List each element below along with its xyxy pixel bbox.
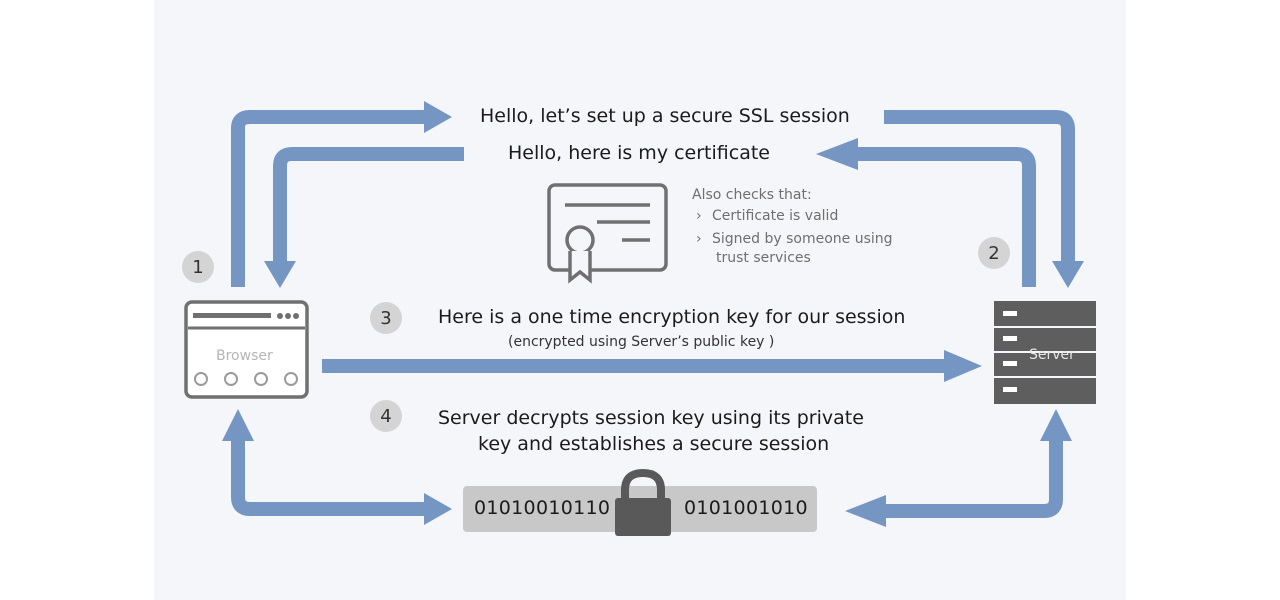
arrowhead-session-right-bar xyxy=(845,495,886,527)
client-hello-text: Hello, let’s set up a secure SSL session xyxy=(480,105,850,127)
arrowhead-client-hello xyxy=(424,101,452,133)
browser-icon xyxy=(184,300,309,399)
server-label: Server xyxy=(1029,347,1075,363)
arrowhead-to-server xyxy=(1052,261,1084,288)
arrowhead-session-left-bar xyxy=(424,493,452,525)
arrow-to-server-shaft xyxy=(884,110,1075,262)
key-message-sub: (encrypted using Server’s public key ) xyxy=(508,334,775,350)
binary-right: 0101001010 xyxy=(684,497,808,519)
certificate-icon xyxy=(547,183,668,284)
decrypt-line-2: key and establishes a secure session xyxy=(478,433,830,455)
decrypt-line-1: Server decrypts session key using its pr… xyxy=(438,407,864,429)
arrow-server-hello-shaft xyxy=(273,147,464,262)
key-message: Here is a one time encryption key for ou… xyxy=(438,306,906,328)
server-hello-text: Hello, here is my certificate xyxy=(508,142,770,164)
browser-label: Browser xyxy=(216,348,273,364)
check-item-2: Signed by someone using xyxy=(712,231,893,247)
arrowhead-session-up-browser xyxy=(222,409,254,441)
step-badge-3: 3 xyxy=(370,302,402,334)
binary-left: 01010010110 xyxy=(474,497,611,519)
arrowhead-key xyxy=(944,350,982,382)
server-icon xyxy=(994,301,1096,404)
check-item-1: Certificate is valid xyxy=(712,208,839,224)
arrowhead-certificate xyxy=(816,138,858,170)
arrowhead-session-up-server xyxy=(1040,409,1072,441)
arrow-certificate-shaft xyxy=(857,147,1036,287)
arrowhead-server-hello xyxy=(264,261,296,288)
check-item-1-bullet: › xyxy=(696,208,702,224)
step-badge-4: 4 xyxy=(370,400,402,432)
arrow-session-right-shaft xyxy=(885,440,1063,518)
step-badge-1: 1 xyxy=(182,251,214,283)
check-item-2-cont: trust services xyxy=(716,250,811,266)
check-item-2-bullet: › xyxy=(696,231,702,247)
checks-title: Also checks that: xyxy=(692,187,812,203)
arrow-session-left-shaft xyxy=(231,440,425,516)
step-badge-2: 2 xyxy=(978,237,1010,269)
lock-icon xyxy=(615,468,671,536)
arrow-client-hello xyxy=(231,110,425,287)
